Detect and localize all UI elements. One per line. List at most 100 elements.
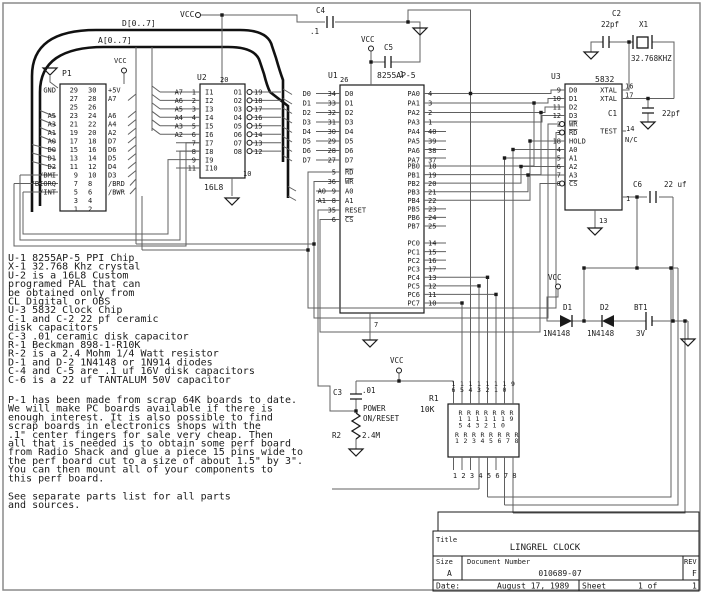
- x1-ref: X1: [639, 20, 648, 29]
- titleblock-sheet: 1 of: [638, 582, 657, 591]
- u2-sig: A5: [175, 106, 183, 114]
- parts-list-line: X-1 32.768 Khz crystal: [8, 262, 140, 273]
- u1-pin: 3: [428, 100, 432, 108]
- p1-pin: 14: [88, 155, 96, 163]
- a-bus: [38, 45, 290, 206]
- u2-sig: A4: [175, 114, 183, 122]
- vcc-label-top: VCC: [180, 10, 195, 19]
- p1-pin: 26: [88, 104, 96, 112]
- p1-pin: 28: [88, 95, 96, 103]
- vcc-label-diode: VCC: [548, 273, 562, 282]
- p1-sig: A6: [108, 112, 116, 120]
- junction-dots: [220, 13, 687, 413]
- junction-dot: [528, 139, 532, 143]
- c3-value: .01: [362, 386, 376, 395]
- footer-note-line: See separate parts list for all parts: [8, 492, 231, 503]
- parts-list-line: R-1 Beckman 898-1-R10K: [8, 340, 140, 351]
- u1-pin: 10: [428, 300, 436, 308]
- u2-pin-name: I10: [205, 165, 218, 173]
- u1-pin: 24: [428, 214, 436, 222]
- p1-pin: 13: [70, 155, 78, 163]
- u1-pin-name: CS: [345, 216, 353, 224]
- c6-capacitor: [649, 191, 657, 203]
- c1-capacitor: [642, 107, 654, 114]
- u2-pin: 18: [254, 97, 262, 105]
- p1-pin: 6: [88, 189, 92, 197]
- junction-dot: [627, 40, 631, 44]
- u1-sig: D4: [303, 128, 311, 136]
- p1-pin: 11: [70, 163, 78, 171]
- u1-pin-name: PC3: [407, 265, 420, 273]
- u3-pin-name: XTAL: [600, 87, 617, 95]
- p1-sig: D7: [108, 138, 116, 146]
- u1-pin-name: PA1: [407, 100, 420, 108]
- u2-sig: A7: [175, 89, 183, 97]
- u3-pin-name: A2: [569, 163, 577, 171]
- c2-value: 22pf: [601, 20, 619, 29]
- junction-dot: [582, 266, 586, 270]
- terminals: [121, 12, 565, 374]
- junction-dot: [468, 91, 473, 96]
- u2-pin-name: O8: [234, 148, 242, 156]
- r2-resistor: [350, 412, 362, 440]
- r2-ref: R2: [332, 431, 341, 440]
- u2-pin: 19: [254, 89, 262, 97]
- u2-pin-name: I3: [205, 106, 213, 114]
- u2-pin: 7: [192, 139, 196, 147]
- r1-pin: 5: [487, 472, 491, 480]
- u2-pin-name: O6: [234, 131, 242, 139]
- d1-value: 1N4148: [543, 329, 571, 338]
- u1-pin-name: PC7: [407, 300, 420, 308]
- vcc-terminal-icon: [368, 45, 374, 52]
- u1-pin: 1: [428, 119, 432, 127]
- x1-crystal-body: [636, 36, 649, 49]
- u1-pin-name: PB3: [407, 188, 420, 196]
- r1-value: 10K: [420, 405, 435, 414]
- u3-clock-box: [564, 83, 623, 211]
- u3-pin: 7: [557, 172, 561, 180]
- parts-list-line: be obtained only from: [8, 288, 134, 299]
- u2-pin: 2: [192, 97, 196, 105]
- titleblock-doc_label: Document Number: [467, 558, 530, 566]
- p1-pin: 24: [88, 112, 96, 120]
- u2-pin: 16: [254, 114, 262, 122]
- u1-pin: 32: [328, 109, 336, 117]
- p1-pin: 20: [88, 129, 96, 137]
- construction-note-line: P-1 has been made from scrap 64K boards …: [8, 395, 297, 406]
- p1-sig: /INT: [39, 189, 57, 197]
- u1-sig: D0: [303, 90, 311, 98]
- u3-pin: 8: [557, 180, 561, 188]
- u1-ppi-box: [339, 84, 425, 314]
- ground-icon: [223, 197, 241, 206]
- titleblock-rev_label: REV: [684, 558, 697, 566]
- junction-dot: [511, 147, 515, 152]
- p1-pin: 21: [70, 121, 78, 129]
- u1-pin-name: PC1: [407, 248, 420, 256]
- u1-sig: D1: [303, 100, 311, 108]
- ground-icon: [347, 448, 365, 457]
- power-on-reset-label: ON/RESET: [363, 414, 400, 423]
- p1-pin: 8: [88, 180, 92, 188]
- u1-pin-name: PB7: [407, 223, 420, 231]
- u1-pin: 12: [428, 283, 436, 291]
- p1-pin: 10: [88, 172, 96, 180]
- titleblock-doc_number: 010689-07: [538, 569, 582, 578]
- u1-pin: 9: [332, 188, 336, 196]
- schematic-wires: [13, 9, 689, 514]
- r1-pin: 7: [504, 472, 508, 480]
- u3-value: 5832: [595, 75, 614, 84]
- u3-pin: 1: [626, 195, 630, 203]
- p1-pin: 1: [74, 206, 78, 214]
- p1-pin: 27: [70, 95, 78, 103]
- construction-note-line: We will make PC boards available if ther…: [8, 404, 273, 415]
- u1-pin: 35: [328, 207, 336, 215]
- parts-list-line: U-1 8255AP-5 PPI Chip: [8, 253, 134, 264]
- u2-pin: 4: [192, 114, 196, 122]
- parts-list-line: disk capacitors: [8, 323, 98, 334]
- parts-list-line: C-6 is a 22 uf TANTALUM 50V capacitor: [8, 375, 231, 386]
